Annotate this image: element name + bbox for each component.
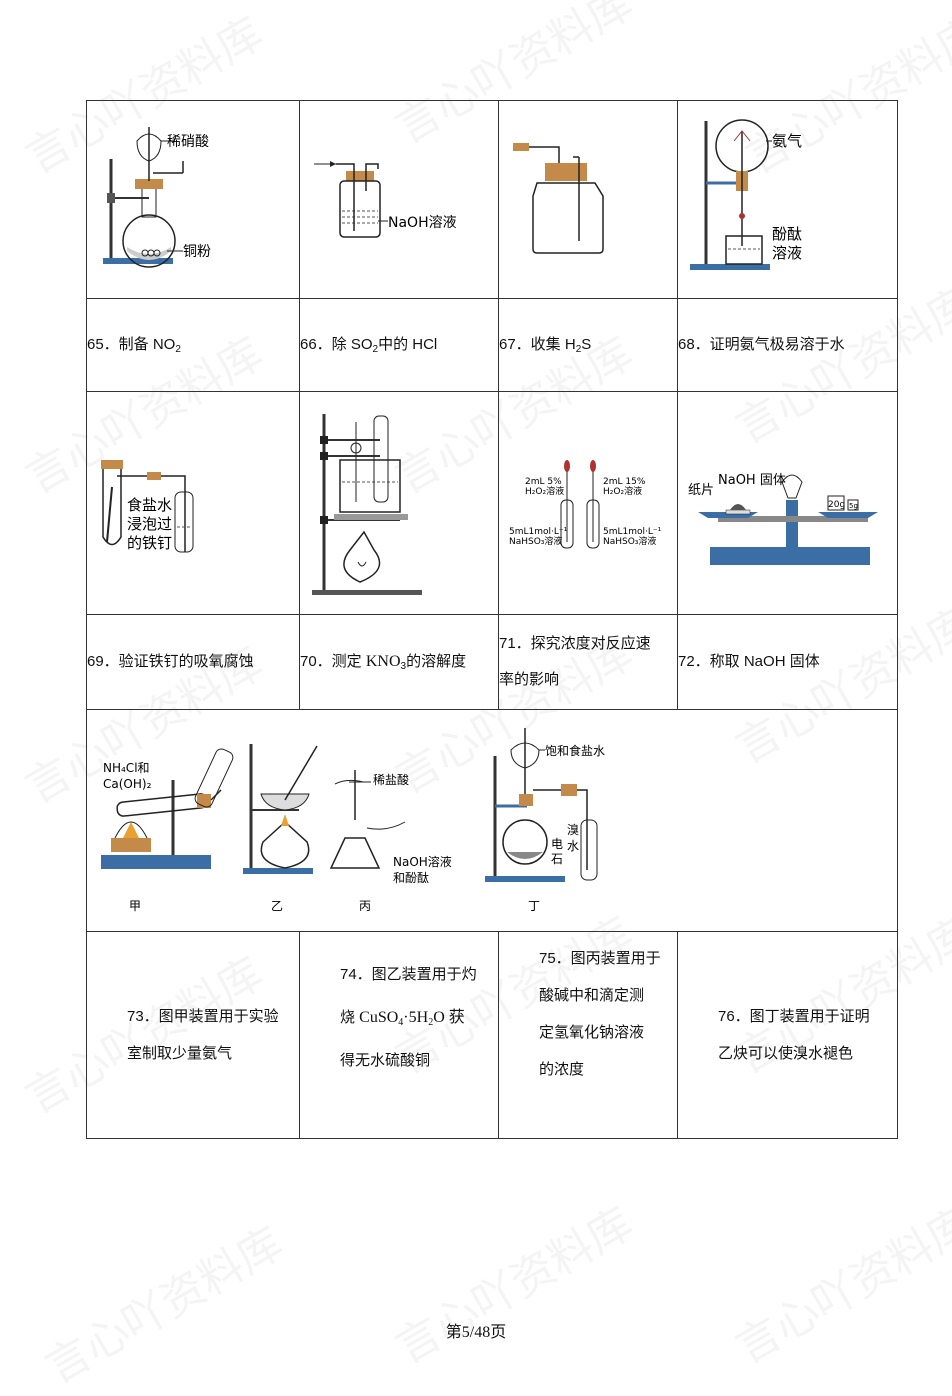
watermark: 言心吖资料库	[727, 1197, 952, 1374]
label-copper-powder: 铜粉	[183, 244, 211, 260]
caption-75: 75．图丙装置用于 酸碱中和滴定测 定氢氧化钠溶液 的浓度	[498, 931, 678, 1139]
figure-row-3: NH₄Cl和 Ca(OH)₂ 甲 乙	[86, 709, 898, 932]
concentration-rate-diagram: 2mL 5% H₂O₂溶液 2mL 15% H₂O₂溶液 5mL1mol·L⁻¹…	[509, 460, 662, 549]
caption-76: 76．图丁装置用于证明 乙炔可以使溴水褪色	[677, 931, 898, 1139]
label-naoh-solid: NaOH 固体	[718, 473, 786, 488]
kno3-solubility-diagram	[312, 414, 422, 595]
balance-weighing-diagram: NaOH 固体 纸片 20g 5g	[688, 473, 878, 565]
gas-washing-bottle-diagram: NaOH溶液	[314, 161, 457, 238]
label-carbide-1: 电	[551, 837, 563, 851]
label-nahso3-left: NaHSO₃溶液	[509, 535, 562, 547]
iron-nail-corrosion-diagram: 食盐水 浸泡过 的铁钉	[101, 460, 194, 553]
no2-apparatus-diagram: 稀硝酸 铜粉	[103, 127, 211, 268]
label-iron-nail: 的铁钉	[127, 534, 172, 552]
caption-74: 74．图乙装置用于灼 烧 CuSO4·5H2O 获 得无水硫酸铜	[299, 931, 499, 1139]
experiment-table: 稀硝酸 铜粉 NaOH溶液	[86, 100, 898, 1139]
caption-71: 71．探究浓度对反应速率的影响	[498, 614, 678, 710]
caption-73: 73．图甲装置用于实验 室制取少量氨气	[86, 931, 300, 1139]
label-saturated-brine: 饱和食盐水	[545, 743, 605, 758]
label-yi: 乙	[271, 899, 283, 913]
label-bromine-water-2: 水	[567, 839, 579, 853]
figure-73-76: NH₄Cl和 Ca(OH)₂ 甲 乙	[86, 709, 898, 932]
label-salt-water: 食盐水	[127, 496, 172, 514]
figure-67	[498, 100, 678, 299]
label-bromine-water-1: 溴	[567, 823, 579, 837]
label-naoh-solution: NaOH溶液	[388, 215, 457, 231]
label-reagents-1: NH₄Cl和	[103, 761, 150, 775]
caption-67: 67．收集 H2S	[498, 298, 678, 392]
figure-65: 稀硝酸 铜粉	[86, 100, 300, 299]
figure-72: NaOH 固体 纸片 20g 5g	[677, 391, 898, 615]
label-naoh-phenol-2: 和酚酞	[393, 870, 429, 885]
caption-70: 70．测定 KNO3的溶解度	[299, 614, 499, 710]
label-weight-5g: 5g	[849, 502, 858, 510]
combined-apparatus-diagram: NH₄Cl和 Ca(OH)₂ 甲 乙	[101, 728, 605, 913]
caption-65: 65．制备 NO2	[86, 298, 300, 392]
watermark: 言心吖资料库	[387, 1197, 642, 1374]
label-reagents-2: Ca(OH)₂	[103, 777, 152, 791]
caption-72: 72．称取 NaOH 固体	[677, 614, 898, 710]
figure-70	[299, 391, 499, 615]
ammonia-fountain-diagram: 氨气 酚酞 溶液	[690, 119, 802, 270]
figure-69: 食盐水 浸泡过 的铁钉	[86, 391, 300, 615]
figure-66: NaOH溶液	[299, 100, 499, 299]
label-ammonia: 氨气	[772, 132, 802, 150]
label-nahso3-right-amount: 5mL1mol·L⁻¹	[603, 527, 662, 537]
gas-collecting-bottle-diagram	[513, 143, 604, 254]
caption-68: 68．证明氨气极易溶于水	[677, 298, 898, 392]
apparatus-jia: NH₄Cl和 Ca(OH)₂ 甲	[101, 748, 234, 913]
label-h2o2-15: H₂O₂溶液	[603, 485, 642, 497]
watermark: 言心吖资料库	[37, 1217, 292, 1394]
label-jia: 甲	[129, 899, 141, 913]
figure-row-1: 稀硝酸 铜粉 NaOH溶液	[86, 100, 898, 299]
label-soaked: 浸泡过	[127, 515, 172, 533]
figure-71: 2mL 5% H₂O₂溶液 2mL 15% H₂O₂溶液 5mL1mol·L⁻¹…	[498, 391, 678, 615]
caption-66: 66．除 SO2中的 HCl	[299, 298, 499, 392]
label-nahso3-left-amount: 5mL1mol·L⁻¹	[509, 527, 568, 537]
label-ding: 丁	[528, 899, 540, 913]
figure-row-2: 食盐水 浸泡过 的铁钉	[86, 391, 898, 615]
caption-row-1: 65．制备 NO2 66．除 SO2中的 HCl 67．收集 H2S 68．证明…	[86, 298, 898, 392]
label-naoh-phenol-1: NaOH溶液	[393, 854, 452, 869]
label-h2o2-15-amount: 2mL 15%	[603, 477, 646, 487]
label-nahso3-right: NaHSO₃溶液	[603, 535, 656, 547]
label-carbide-2: 石	[551, 852, 563, 866]
label-h2o2-5: H₂O₂溶液	[525, 485, 564, 497]
caption-row-2: 69．验证铁钉的吸氧腐蚀 70．测定 KNO3的溶解度 71．探究浓度对反应速率…	[86, 614, 898, 710]
apparatus-ding: 饱和食盐水 电 石 溴 水 丁	[485, 728, 605, 913]
label-h2o2-5-amount: 2mL 5%	[525, 477, 562, 487]
label-weight-20g: 20g	[828, 500, 845, 510]
apparatus-yi: 乙	[243, 744, 318, 913]
label-dilute-nitric-acid: 稀硝酸	[167, 134, 209, 150]
document-page: 言心吖资料库 言心吖资料库 言心吖资料库 言心吖资料库 言心吖资料库 言心吖资料…	[17, 0, 952, 1394]
page-number: 第5/48页	[445, 1324, 507, 1341]
label-phenolphthalein-1: 酚酞	[772, 225, 802, 243]
caption-69: 69．验证铁钉的吸氧腐蚀	[86, 614, 300, 710]
label-paper: 纸片	[688, 483, 714, 498]
caption-row-4: 73．图甲装置用于实验 室制取少量氨气 74．图乙装置用于灼 烧 CuSO4·5…	[86, 931, 898, 1139]
figure-68: 氨气 酚酞 溶液	[677, 100, 898, 299]
apparatus-bing: 稀盐酸 NaOH溶液 和酚酞 丙	[329, 770, 452, 913]
label-phenolphthalein-2: 溶液	[772, 244, 802, 262]
label-bing: 丙	[359, 899, 371, 913]
label-dilute-hcl: 稀盐酸	[373, 772, 409, 787]
